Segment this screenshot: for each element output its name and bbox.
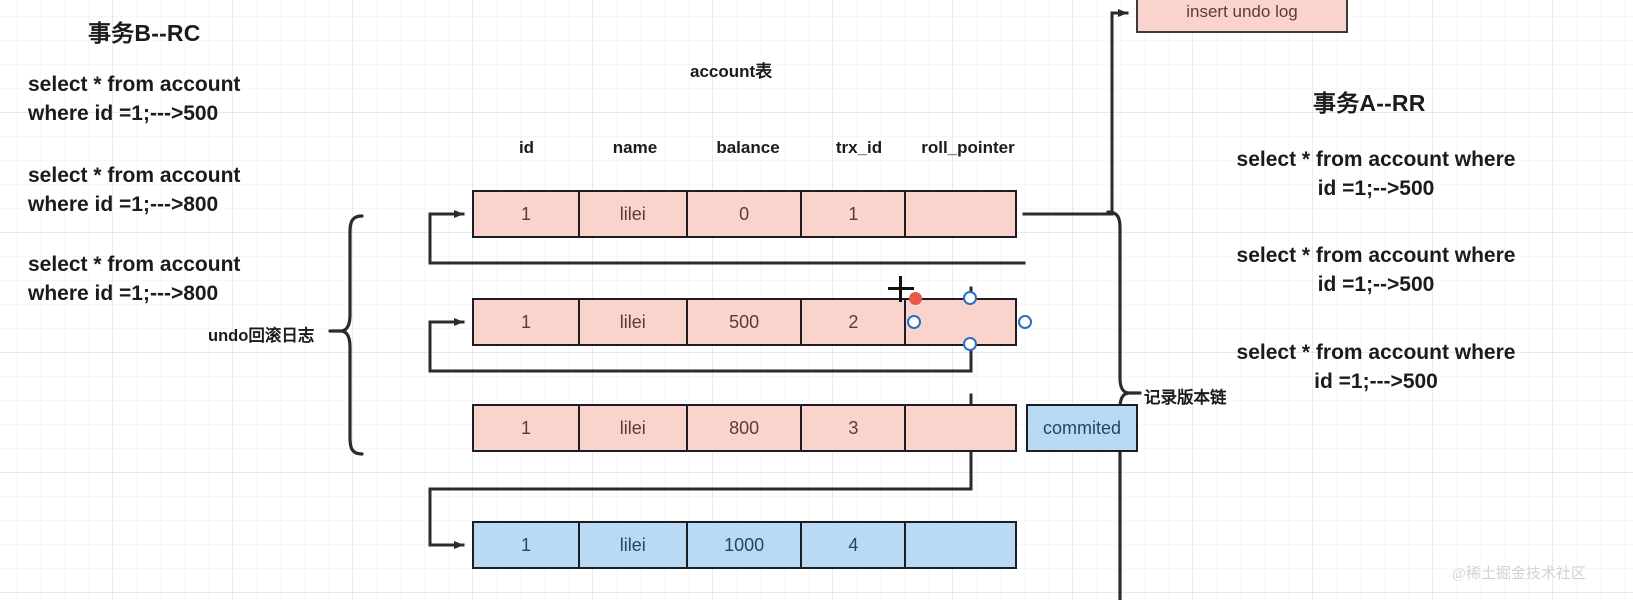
cell-id[interactable]: 1: [472, 404, 580, 452]
undo-log-brace-label: undo回滚日志: [208, 327, 315, 345]
cell-trx-id[interactable]: 1: [800, 190, 907, 238]
left-panel-title: 事务B--RC: [88, 20, 201, 46]
left-statement-1: select * from account where id =1;--->50…: [28, 73, 241, 125]
right-statement-1: select * from account where id =1;-->500: [1236, 148, 1516, 200]
status-badge-commited[interactable]: commited: [1026, 404, 1138, 452]
table-row[interactable]: 1 lilei 800 3: [472, 404, 1018, 452]
cell-trx-id[interactable]: 4: [800, 521, 907, 569]
column-header-roll-pointer: roll_pointer: [921, 138, 1015, 157]
column-header-name: name: [612, 138, 658, 157]
cell-roll-pointer[interactable]: [904, 404, 1018, 452]
column-header-id: id: [518, 138, 535, 157]
cell-roll-pointer[interactable]: [904, 521, 1018, 569]
right-statement-2: select * from account where id =1;-->500: [1236, 244, 1516, 296]
cell-trx-id[interactable]: 3: [800, 404, 907, 452]
right-panel-title: 事务A--RR: [1313, 90, 1426, 116]
cell-id[interactable]: 1: [472, 298, 580, 346]
cell-name[interactable]: lilei: [577, 404, 688, 452]
cell-roll-pointer[interactable]: [904, 190, 1018, 238]
cell-id[interactable]: 1: [472, 521, 580, 569]
selection-handle-left[interactable]: [907, 315, 921, 329]
table-row[interactable]: 1 lilei 1000 4: [472, 521, 1018, 569]
selection-handle-right[interactable]: [1018, 315, 1032, 329]
cell-trx-id[interactable]: 2: [800, 298, 907, 346]
cell-name[interactable]: lilei: [577, 521, 688, 569]
cell-balance[interactable]: 500: [685, 298, 803, 346]
cell-id[interactable]: 1: [472, 190, 580, 238]
cell-name[interactable]: lilei: [577, 190, 688, 238]
selection-handle-bottom[interactable]: [963, 337, 977, 351]
right-statement-3: select * from account where id =1;--->50…: [1236, 341, 1516, 393]
version-chain-brace-label: 记录版本链: [1144, 389, 1227, 407]
table-title: account表: [690, 62, 773, 81]
column-header-balance: balance: [716, 138, 780, 157]
cell-name[interactable]: lilei: [577, 298, 688, 346]
insert-undo-log-box[interactable]: insert undo log: [1136, 0, 1348, 33]
selection-handle-top-right[interactable]: [963, 291, 977, 305]
left-statement-3: select * from account where id =1;--->80…: [28, 253, 241, 305]
cell-balance[interactable]: 1000: [685, 521, 803, 569]
column-header-trx-id: trx_id: [835, 138, 883, 157]
left-statement-2: select * from account where id =1;--->80…: [28, 164, 241, 216]
cell-balance[interactable]: 800: [685, 404, 803, 452]
crosshair-cursor: [888, 276, 914, 302]
watermark: @稀土掘金技术社区: [1452, 566, 1586, 582]
table-row[interactable]: 1 lilei 0 1: [472, 190, 1018, 238]
table-row[interactable]: 1 lilei 500 2: [472, 298, 1018, 346]
selection-handle-anchor[interactable]: [909, 292, 922, 305]
cell-balance[interactable]: 0: [685, 190, 803, 238]
cell-roll-pointer[interactable]: [904, 298, 1018, 346]
